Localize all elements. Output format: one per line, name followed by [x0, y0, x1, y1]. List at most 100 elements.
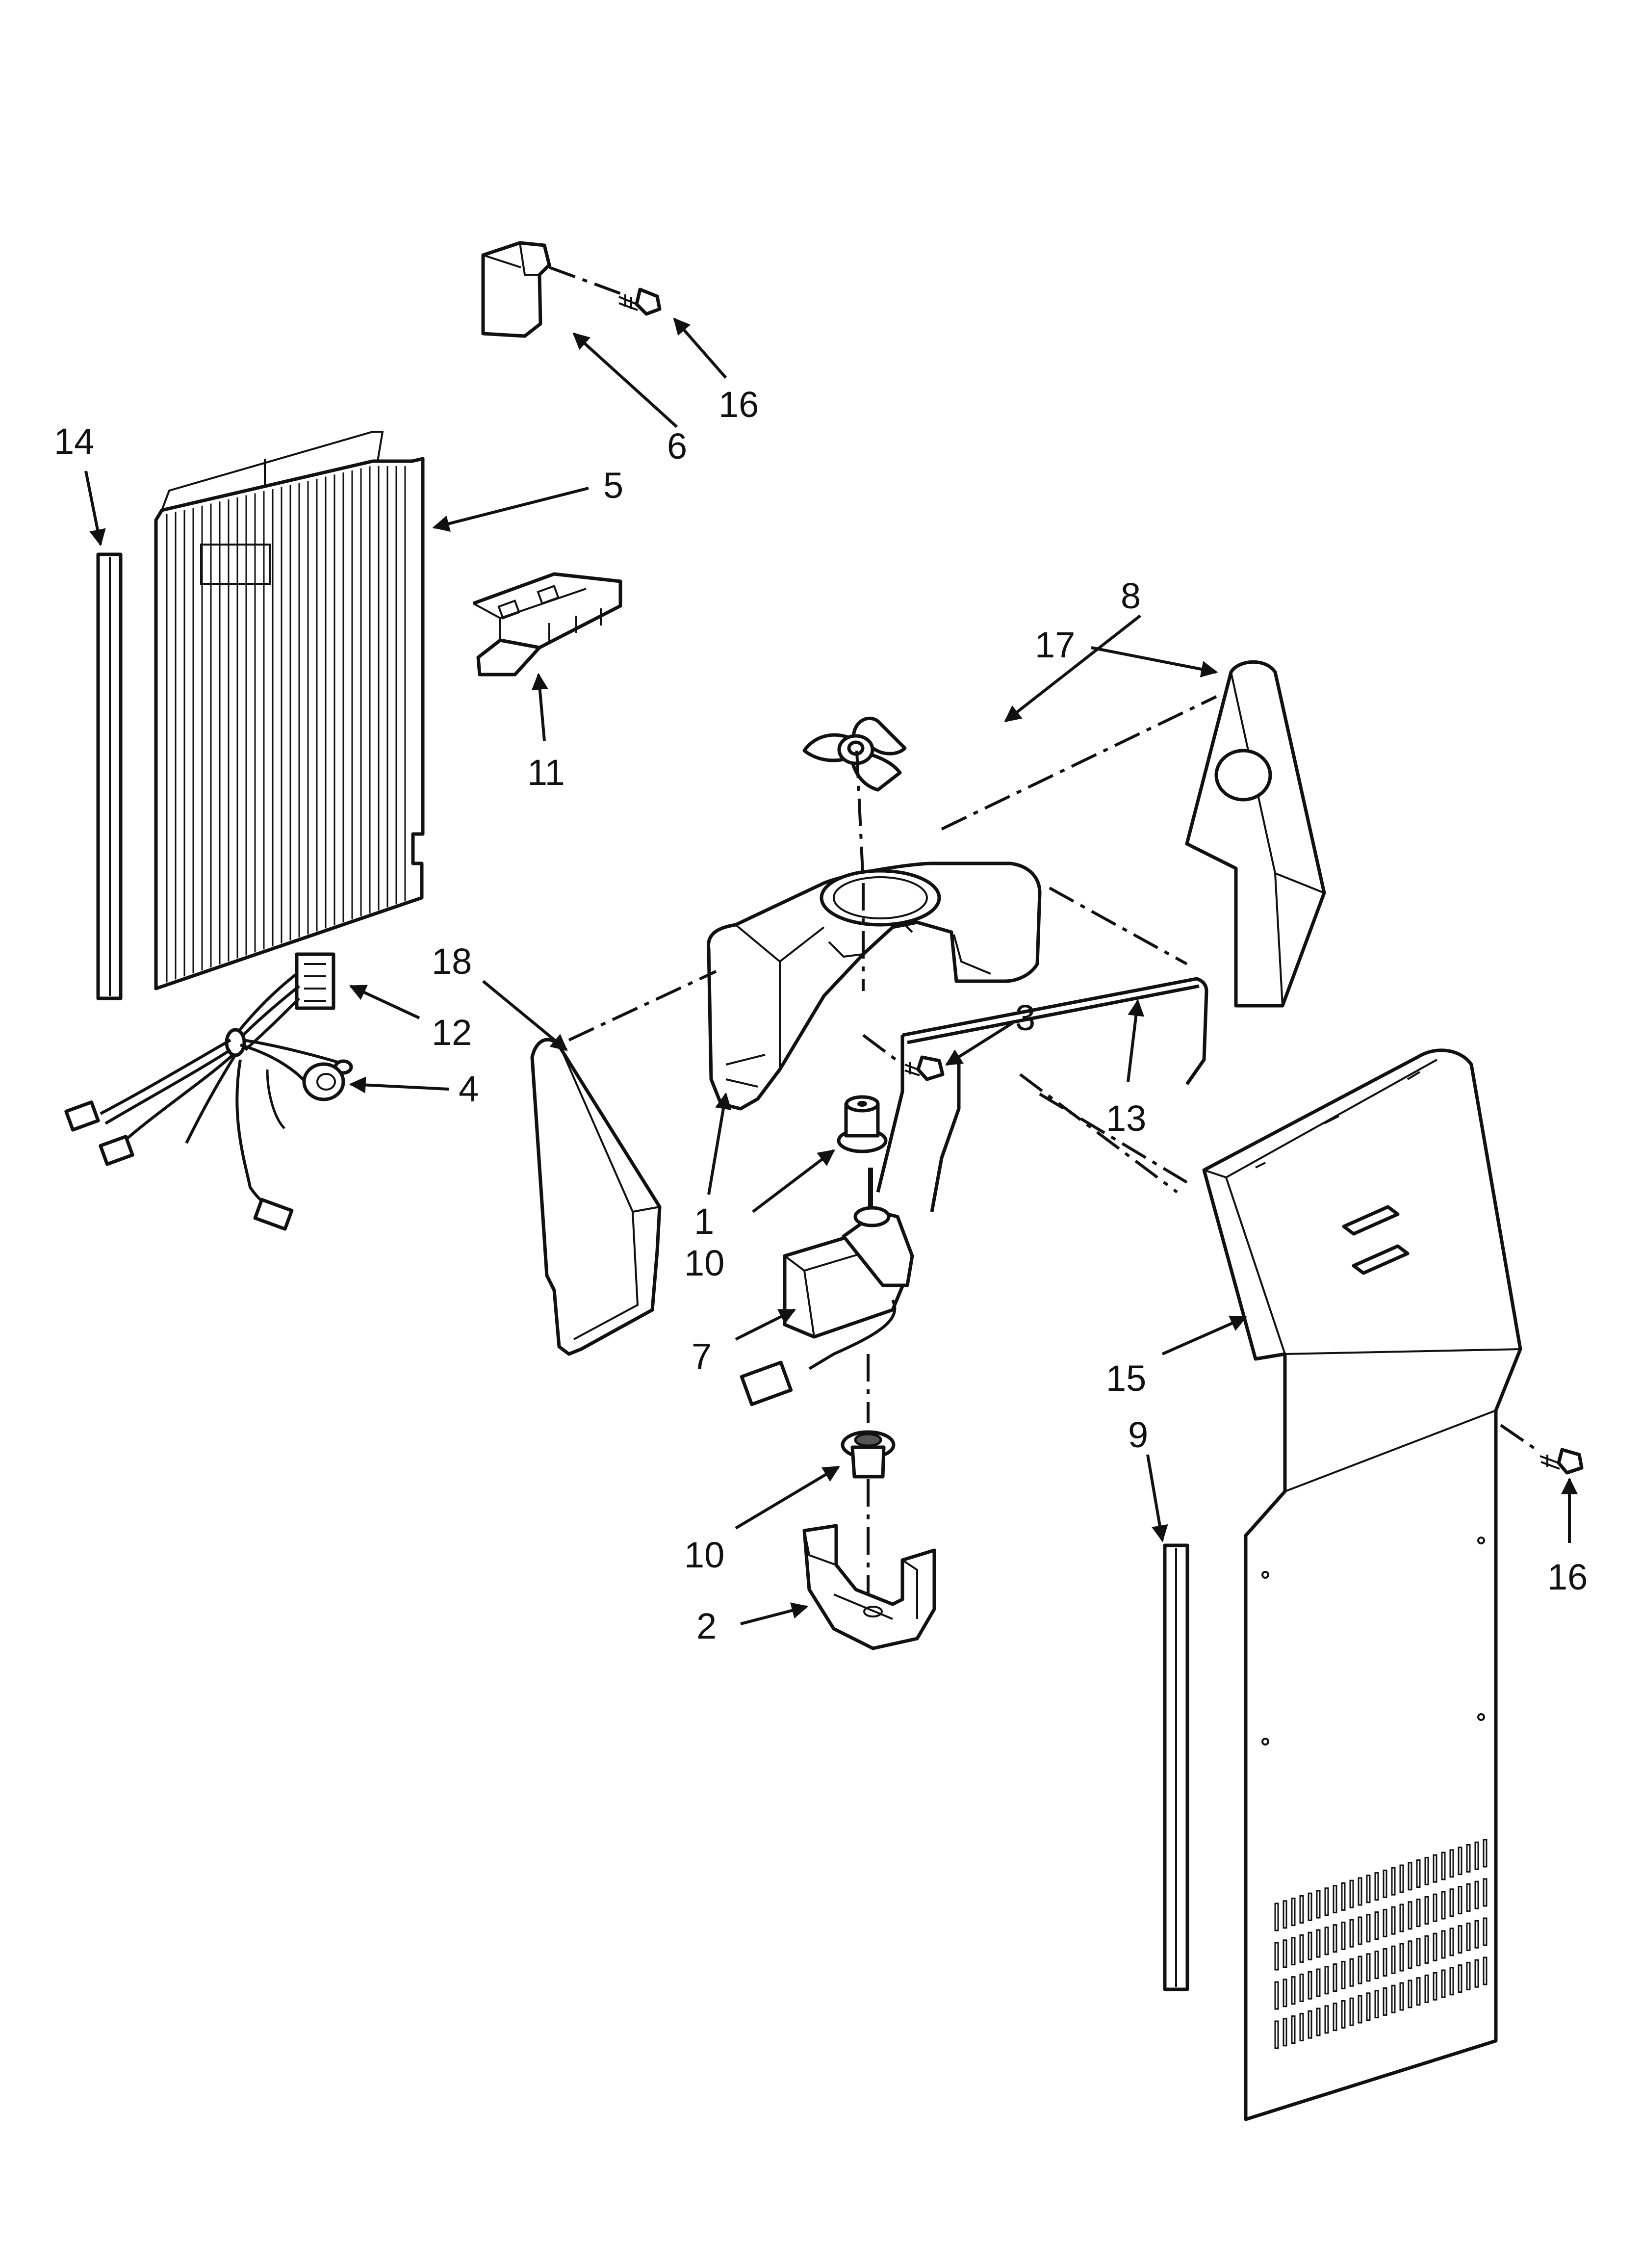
vent-slot [1466, 1844, 1471, 1873]
vent-slot [1333, 1885, 1337, 1914]
part-10-bushing-lower [841, 1430, 896, 1479]
callout-4: 4 [459, 1069, 479, 1109]
part-11-small-bracket [472, 572, 622, 677]
part-2-motor-bracket [802, 1524, 936, 1650]
vent-slot [1374, 1872, 1379, 1901]
vent-slot [1399, 1903, 1404, 1932]
vent-slot [1399, 1943, 1404, 1972]
vent-slot [1366, 1992, 1371, 2021]
vent-slot [1349, 1997, 1354, 2026]
callout-3: 3 [1015, 997, 1035, 1038]
vent-slot [1391, 1867, 1396, 1896]
callout-12: 12 [432, 1012, 472, 1053]
vent-slot [1474, 1920, 1479, 1949]
part-10-bushing-upper [837, 1095, 888, 1153]
vent-slot [1308, 1971, 1312, 2000]
part-6-bracket [481, 241, 551, 338]
vent-slot [1324, 1887, 1329, 1916]
vent-slot [1324, 2005, 1329, 2034]
vent-slot [1308, 1931, 1312, 1960]
callout-6: 6 [667, 426, 687, 467]
callout-11: 11 [527, 752, 565, 793]
vent-slot [1291, 1898, 1296, 1927]
vent-slot [1274, 1942, 1279, 1971]
vent-slot [1466, 1922, 1471, 1951]
vent-slot [1274, 1903, 1279, 1931]
vent-slot [1483, 1917, 1488, 1946]
callout-5: 5 [603, 465, 623, 506]
vent-slot [1308, 2010, 1312, 2039]
part-3-screw [904, 1055, 945, 1081]
vent-slot [1416, 1899, 1421, 1928]
vent-slot [1341, 1882, 1346, 1911]
vent-slot [1333, 2003, 1337, 2032]
vent-slot [1291, 1976, 1296, 2005]
vent-slot [1366, 1914, 1371, 1943]
vent-slot [1424, 1974, 1429, 2003]
part-8-fan-blade [802, 716, 907, 792]
part-1-fan-shroud [707, 861, 1042, 1111]
vent-slot [1374, 1911, 1379, 1940]
vent-slot [1449, 1967, 1454, 1996]
part-16-screw-top [618, 287, 662, 316]
callout-17: 17 [1035, 625, 1075, 665]
vent-slot [1283, 1939, 1287, 1968]
callout-18: 18 [432, 941, 472, 982]
panel-vents [1274, 1839, 1488, 2049]
vent-slot [1274, 2020, 1279, 2049]
vent-slot [1433, 1854, 1437, 1883]
vent-slot [1458, 1886, 1462, 1915]
callout-10-upper: 10 [684, 1243, 724, 1283]
vent-slot [1424, 1896, 1429, 1925]
vent-slot [1399, 1982, 1404, 2011]
vent-slot [1341, 1960, 1346, 1989]
vent-slot [1383, 1987, 1387, 2016]
vent-slot [1474, 1841, 1479, 1870]
vent-slot [1391, 1945, 1396, 1974]
vent-slot [1316, 2007, 1321, 2036]
vent-slot [1408, 1862, 1412, 1891]
vent-slot [1283, 1979, 1287, 2007]
vent-slot [1441, 1891, 1446, 1920]
vent-slot [1366, 1875, 1371, 1903]
vent-slot [1291, 1937, 1296, 1966]
part-17-right-cover [1185, 660, 1326, 1008]
vent-slot [1341, 1921, 1346, 1950]
vent-slot [1291, 2015, 1296, 2044]
vent-slot [1341, 2000, 1346, 2029]
vent-slot [1283, 2018, 1287, 2047]
vent-slot [1383, 1869, 1387, 1898]
callout-13: 13 [1106, 1098, 1146, 1139]
vent-slot [1458, 1925, 1462, 1954]
vent-slot [1441, 1851, 1446, 1880]
vent-slot [1316, 1929, 1321, 1958]
vent-slot [1458, 1847, 1462, 1876]
vent-slot [1391, 1906, 1396, 1935]
part-12-wire-harness [64, 952, 353, 1231]
vent-slot [1316, 1968, 1321, 1997]
vent-slot [1483, 1839, 1488, 1868]
vent-slot [1274, 1981, 1279, 2010]
callout-2: 2 [696, 1606, 717, 1646]
vent-slot [1316, 1890, 1321, 1919]
vent-slot [1299, 1934, 1304, 1963]
part-15-right-panel [1202, 1048, 1522, 2121]
vent-slot [1424, 1935, 1429, 1964]
vent-slot [1383, 1948, 1387, 1977]
vent-slot [1408, 1901, 1412, 1930]
callout-16-right: 16 [1547, 1557, 1588, 1597]
vent-slot [1441, 1969, 1446, 1998]
vent-slot [1449, 1888, 1454, 1917]
callout-14: 14 [54, 421, 94, 462]
vent-slot [1474, 1959, 1479, 1988]
vent-slot [1333, 1963, 1337, 1992]
vent-slot [1466, 1883, 1471, 1912]
callout-7: 7 [692, 1336, 712, 1377]
part-5-rear-panel [154, 431, 425, 991]
part-4-grommet [302, 1062, 345, 1101]
callout-8: 8 [1121, 575, 1141, 616]
vent-slot [1416, 1859, 1421, 1888]
part-14-gasket-strip [96, 552, 123, 1000]
vent-slot [1483, 1956, 1488, 1985]
